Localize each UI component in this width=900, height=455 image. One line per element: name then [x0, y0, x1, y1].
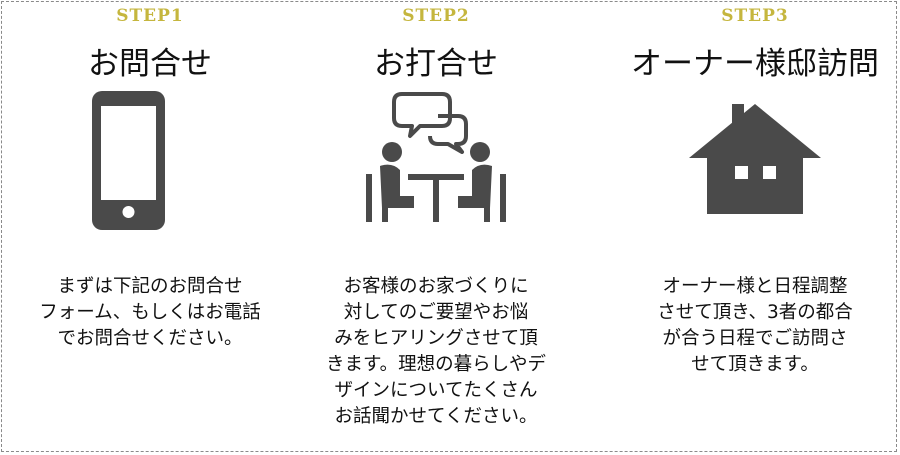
step-3-line: させて頂き、3者の都合	[657, 302, 853, 323]
step-1-line: まずは下記のお問合せ	[57, 276, 243, 297]
step-2: STEP2 お打合せ お客様のお家づくりに 対してのご要望やお悩 みをヒアリング…	[286, 0, 586, 455]
step-3-line: せて頂きます。	[691, 354, 819, 375]
smartphone-icon	[0, 86, 300, 236]
step-1-title: お問合せ	[88, 46, 212, 82]
step-3-line: オーナー様と日程調整	[662, 276, 848, 297]
step-1: STEP1 お問合せ まずは下記のお問合せ フォーム、もしくはお電話 でお問合せ…	[0, 0, 300, 455]
step-3-title: オーナー様邸訪問	[631, 46, 879, 82]
step-3: STEP3 オーナー様邸訪問 オーナー様と日程調整 させて頂き、3者の都合 が合…	[605, 0, 900, 455]
house-icon	[605, 86, 900, 236]
step-1-line: フォーム、もしくはお電話	[39, 302, 261, 323]
step-3-description: オーナー様と日程調整 させて頂き、3者の都合 が合う日程でご訪問さ せて頂きます…	[605, 274, 900, 378]
step-2-line: お客様のお家づくりに	[343, 276, 529, 297]
step-2-line: 対してのご要望やお悩	[343, 302, 529, 323]
step-2-line: みをヒアリングさせて頂	[334, 328, 538, 349]
step-1-line: でお問合せください。	[57, 328, 243, 349]
step-2-description: お客様のお家づくりに 対してのご要望やお悩 みをヒアリングさせて頂 きます。理想…	[286, 274, 586, 430]
step-2-label: STEP2	[402, 6, 470, 26]
step-3-line: が合う日程でご訪問さ	[662, 328, 848, 349]
step-1-label: STEP1	[116, 6, 184, 26]
meeting-icon	[286, 86, 586, 236]
step-1-description: まずは下記のお問合せ フォーム、もしくはお電話 でお問合せください。	[0, 274, 300, 352]
step-2-line: ザインについてたくさん	[334, 380, 538, 401]
step-2-line: お話聞かせてください。	[334, 406, 538, 427]
step-2-title: お打合せ	[374, 46, 498, 82]
step-2-line: きます。理想の暮らしやデ	[326, 354, 546, 375]
step-3-label: STEP3	[721, 6, 789, 26]
